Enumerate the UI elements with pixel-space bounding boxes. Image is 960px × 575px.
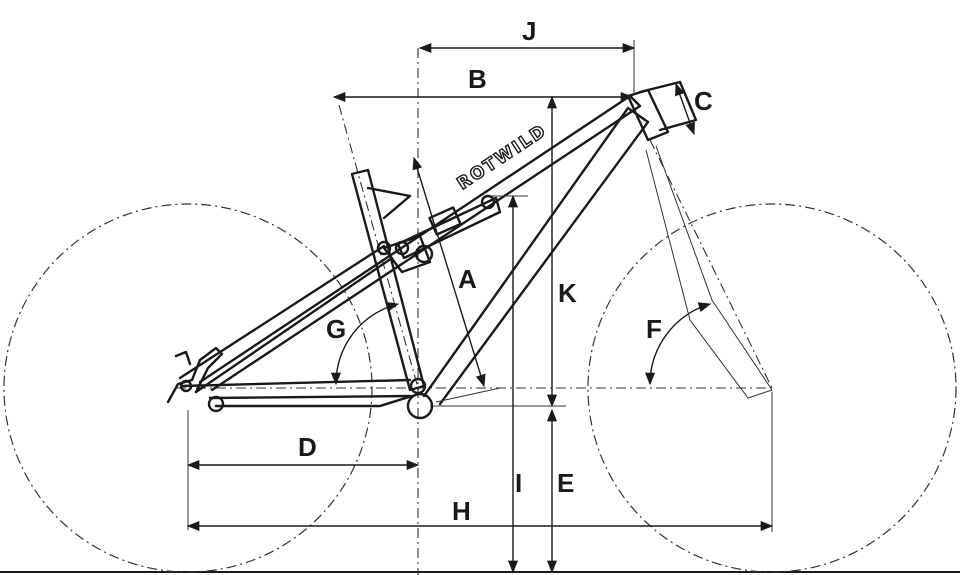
label-D: D	[298, 432, 317, 462]
dim-C-line	[675, 82, 695, 136]
bike-frame	[166, 80, 698, 420]
dim-A-ext	[435, 387, 501, 403]
steering-axis-line	[649, 139, 773, 389]
dim-F-arc	[645, 302, 712, 386]
label-G: G	[326, 314, 346, 344]
front-wheel	[587, 203, 957, 573]
dim-G-arc	[330, 301, 400, 386]
label-K: K	[558, 278, 577, 308]
label-B: B	[468, 64, 487, 94]
label-C: C	[694, 86, 713, 116]
label-A: A	[458, 264, 477, 294]
label-J: J	[522, 16, 536, 46]
dim-A-line	[412, 156, 486, 388]
label-F: F	[646, 314, 662, 344]
label-E: E	[557, 468, 574, 498]
fork-outline	[645, 145, 773, 399]
label-H: H	[452, 496, 471, 526]
label-I: I	[515, 468, 522, 498]
